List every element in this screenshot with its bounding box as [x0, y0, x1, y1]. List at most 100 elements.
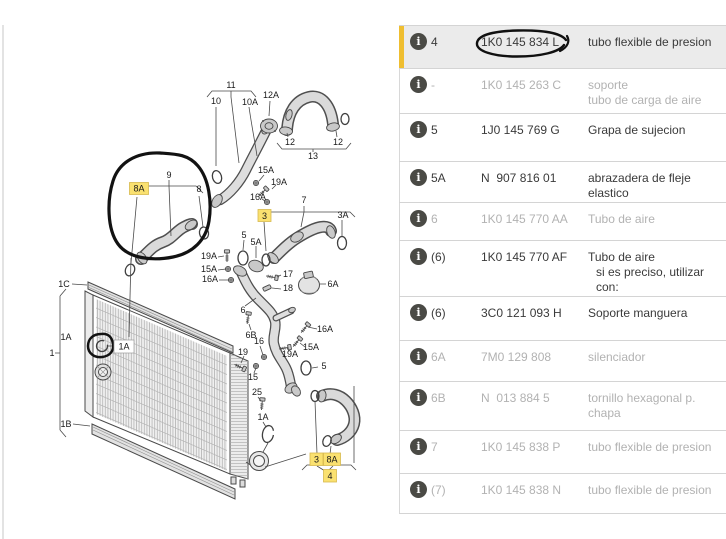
description-line1: Tubo de aire	[588, 250, 655, 264]
exploded-parts-diagram: 11 10 10A 12A 12 12 13 15A 19A 16A 9 8A …	[49, 80, 361, 500]
callout-4-highlight[interactable]	[323, 469, 337, 483]
table-row[interactable]: i (7) 1K0 145 838 N tubo flexible de pre…	[399, 473, 726, 513]
fasteners-drawing	[223, 179, 312, 411]
row-part-number[interactable]: 1K0 145 838 N	[481, 483, 562, 497]
row-description: silenciador	[588, 350, 645, 365]
app-frame-edge	[2, 25, 4, 539]
description-line1: tubo flexible de presion	[588, 35, 712, 49]
callout-1: 1	[49, 348, 54, 358]
row-description: tubo flexible de presion	[588, 440, 711, 455]
callout-8: 8	[196, 184, 201, 194]
callout-5a: 5A	[250, 237, 261, 247]
callout-10: 10	[211, 96, 221, 106]
callout-15a-top: 15A	[258, 165, 274, 175]
row-part-number[interactable]: 1K0 145 263 C	[481, 78, 562, 92]
table-row[interactable]: i 6A 7M0 129 808 silenciador	[399, 340, 726, 381]
callout-16a-top: 16A	[250, 192, 266, 202]
callout-15: 15	[248, 372, 258, 382]
row-description: tubo flexible de presion	[588, 483, 711, 498]
info-icon[interactable]: i	[410, 389, 427, 406]
callout-8a-top[interactable]: 8A	[133, 184, 144, 194]
row-position: -	[431, 78, 435, 92]
row-part-number[interactable]: 1K0 145 834 L	[481, 35, 560, 49]
row-description: Grapa de sujecion	[588, 123, 685, 138]
callout-6: 6	[240, 305, 245, 315]
parts-list-panel: i 4 1K0 145 834 L tubo flexible de presi…	[399, 0, 726, 539]
hand-drawn-circle-hose-8a	[107, 151, 212, 261]
callout-25: 25	[252, 387, 262, 397]
info-icon[interactable]: i	[410, 76, 427, 93]
callout-1a-inner: 1A	[118, 342, 129, 352]
callout-16a-right: 16A	[317, 324, 333, 334]
callout-10a: 10A	[242, 97, 258, 107]
info-icon[interactable]: i	[410, 169, 427, 186]
description-line1: Soporte manguera	[588, 306, 688, 320]
callout-8a-bottom-highlight[interactable]	[323, 452, 341, 466]
callout-15a-left: 15A	[201, 264, 217, 274]
row-part-number[interactable]: 3C0 121 093 H	[481, 306, 562, 320]
callout-3-mid[interactable]: 3	[262, 211, 267, 221]
callout-1c: 1C	[58, 279, 70, 289]
callout-8a-top-highlight[interactable]	[129, 182, 149, 195]
callout-11: 11	[226, 80, 235, 90]
callout-19a-left: 19A	[201, 251, 217, 261]
info-icon[interactable]: i	[410, 481, 427, 498]
row-part-number[interactable]: 7M0 129 808	[481, 350, 552, 364]
table-row[interactable]: i 5A N 907 816 01 abrazadera de fleje el…	[399, 161, 726, 202]
callout-15a-right: 15A	[303, 342, 319, 352]
description-line1: tubo flexible de presion	[588, 440, 712, 454]
table-row[interactable]: i (6) 3C0 121 093 H Soporte manguera	[399, 296, 726, 340]
info-icon[interactable]: i	[410, 210, 427, 227]
callout-1a-bottom: 1A	[257, 412, 268, 422]
row-part-number[interactable]: N 907 816 01	[481, 171, 557, 185]
callout-3-bottom[interactable]: 3	[314, 455, 319, 465]
callout-1a-left: 1A	[60, 332, 71, 342]
row-description: tubo flexible de presion	[588, 35, 711, 50]
row-position: (7)	[431, 483, 446, 497]
callout-1b: 1B	[60, 419, 71, 429]
intercooler-drawing	[84, 281, 269, 500]
info-icon[interactable]: i	[410, 304, 427, 321]
description-line1: abrazadera de fleje elastico	[588, 171, 691, 200]
description-line1: tubo flexible de presion	[588, 483, 712, 497]
callout-4[interactable]: 4	[327, 471, 332, 481]
row-description: abrazadera de fleje elastico	[588, 171, 726, 201]
row-part-number[interactable]: N 013 884 5	[481, 391, 550, 405]
callout-18: 18	[283, 283, 293, 293]
row-part-number[interactable]: 1J0 145 769 G	[481, 123, 560, 137]
row-part-number[interactable]: 1K0 145 838 P	[481, 440, 561, 454]
info-icon[interactable]: i	[410, 121, 427, 138]
info-icon[interactable]: i	[410, 438, 427, 455]
table-row[interactable]: i 4 1K0 145 834 L tubo flexible de presi…	[399, 25, 726, 68]
table-row[interactable]: i 7 1K0 145 838 P tubo flexible de presi…	[399, 430, 726, 473]
callout-3a: 3A	[337, 210, 348, 220]
callout-12-right: 12	[333, 137, 343, 147]
row-description: Tubo de aire	[588, 212, 655, 227]
callout-19a-right: 19A	[282, 349, 298, 359]
row-description: tornillo hexagonal p. chapa	[588, 391, 726, 421]
row-position: 4	[431, 35, 438, 49]
callout-8a-bottom[interactable]: 8A	[326, 455, 337, 465]
callout-3-bottom-highlight[interactable]	[309, 452, 324, 466]
callout-7: 7	[301, 195, 306, 205]
row-part-number[interactable]: 1K0 145 770 AF	[481, 250, 568, 264]
description-line1: silenciador	[588, 350, 646, 364]
row-part-number[interactable]: 1K0 145 770 AA	[481, 212, 568, 226]
table-row[interactable]: i 5 1J0 145 769 G Grapa de sujecion	[399, 113, 726, 161]
row-position: (6)	[431, 250, 446, 264]
hand-drawn-circle-port-1a	[86, 332, 115, 359]
callout-3-mid-highlight[interactable]	[257, 209, 272, 222]
description-line2: tubo de carga de aire	[588, 93, 702, 107]
callout-16: 16	[254, 336, 264, 346]
callout-12a: 12A	[263, 90, 279, 100]
info-icon[interactable]: i	[410, 248, 427, 265]
callout-19a-top: 19A	[271, 177, 287, 187]
info-icon[interactable]: i	[410, 348, 427, 365]
info-icon[interactable]: i	[410, 33, 427, 50]
table-row[interactable]: i 6B N 013 884 5 tornillo hexagonal p. c…	[399, 381, 726, 430]
table-row[interactable]: i 6 1K0 145 770 AA Tubo de aire	[399, 202, 726, 240]
